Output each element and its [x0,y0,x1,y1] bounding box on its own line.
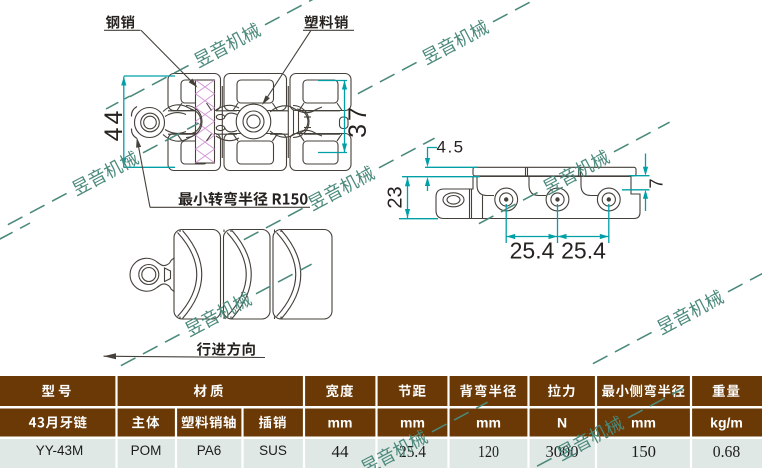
svg-text:mm: mm [476,415,501,431]
svg-text:120: 120 [478,442,499,461]
svg-text:0.68: 0.68 [713,442,741,461]
svg-text:PA6: PA6 [197,443,222,458]
svg-text:23: 23 [384,186,406,208]
svg-text:7: 7 [646,178,666,188]
svg-text:44: 44 [100,108,128,142]
svg-text:25.4: 25.4 [399,442,426,461]
svg-text:mm: mm [328,415,353,431]
svg-text:mm: mm [631,415,656,431]
svg-text:37: 37 [344,104,372,138]
svg-text:POM: POM [131,443,162,458]
svg-text:150: 150 [631,442,656,461]
svg-text:25.4: 25.4 [561,238,606,264]
svg-text:44: 44 [332,442,350,461]
svg-text:mm: mm [400,415,425,431]
svg-text:kg/m: kg/m [710,415,743,431]
svg-text:YY-43M: YY-43M [36,443,84,458]
svg-text:4.5: 4.5 [437,138,465,157]
svg-text:25.4: 25.4 [510,238,555,264]
svg-text:N: N [557,415,567,431]
svg-text:SUS: SUS [259,443,287,458]
